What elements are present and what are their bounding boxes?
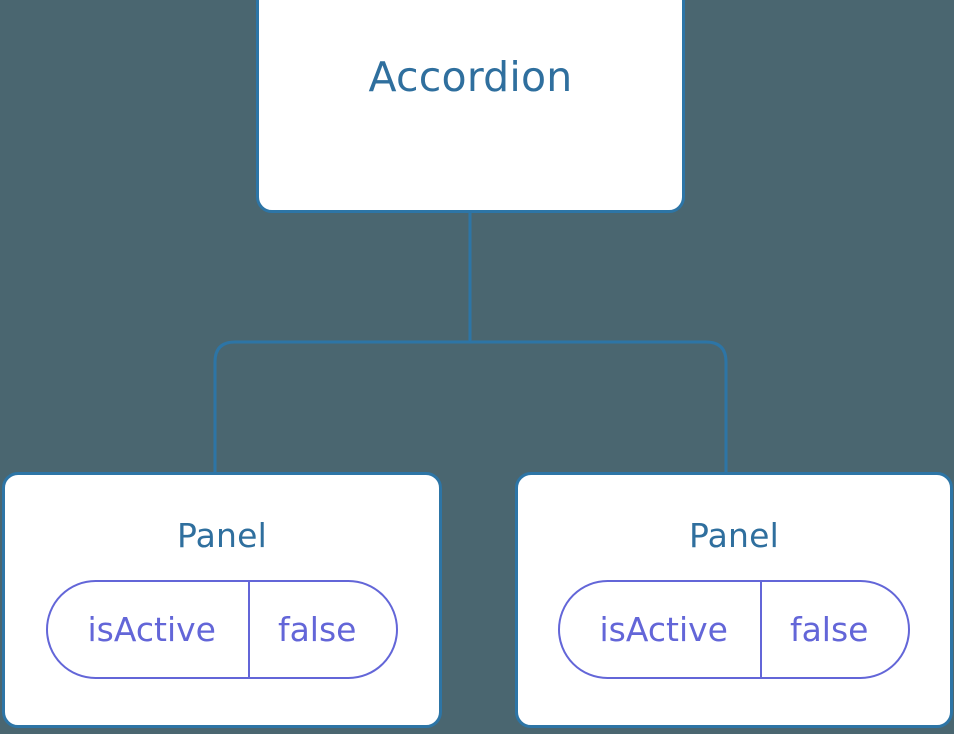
edge-to-panel-right (470, 340, 728, 478)
node-panel-right[interactable]: Panel isActive false (515, 472, 953, 728)
edge-to-panel-left (213, 340, 470, 478)
node-accordion-title: Accordion (368, 53, 573, 101)
prop-pill-right[interactable]: isActive false (557, 580, 911, 679)
prop-value-isactive-left: false (247, 582, 397, 677)
prop-key-isactive-right: isActive (599, 610, 728, 649)
node-panel-right-title: Panel (688, 516, 780, 555)
node-panel-left[interactable]: Panel isActive false (2, 472, 442, 728)
prop-value-isactive-right: false (759, 582, 909, 677)
prop-key-isactive-left: isActive (87, 610, 216, 649)
prop-pill-left[interactable]: isActive false (45, 580, 399, 679)
node-panel-left-title: Panel (176, 516, 268, 555)
node-accordion[interactable]: Accordion (256, 0, 685, 213)
